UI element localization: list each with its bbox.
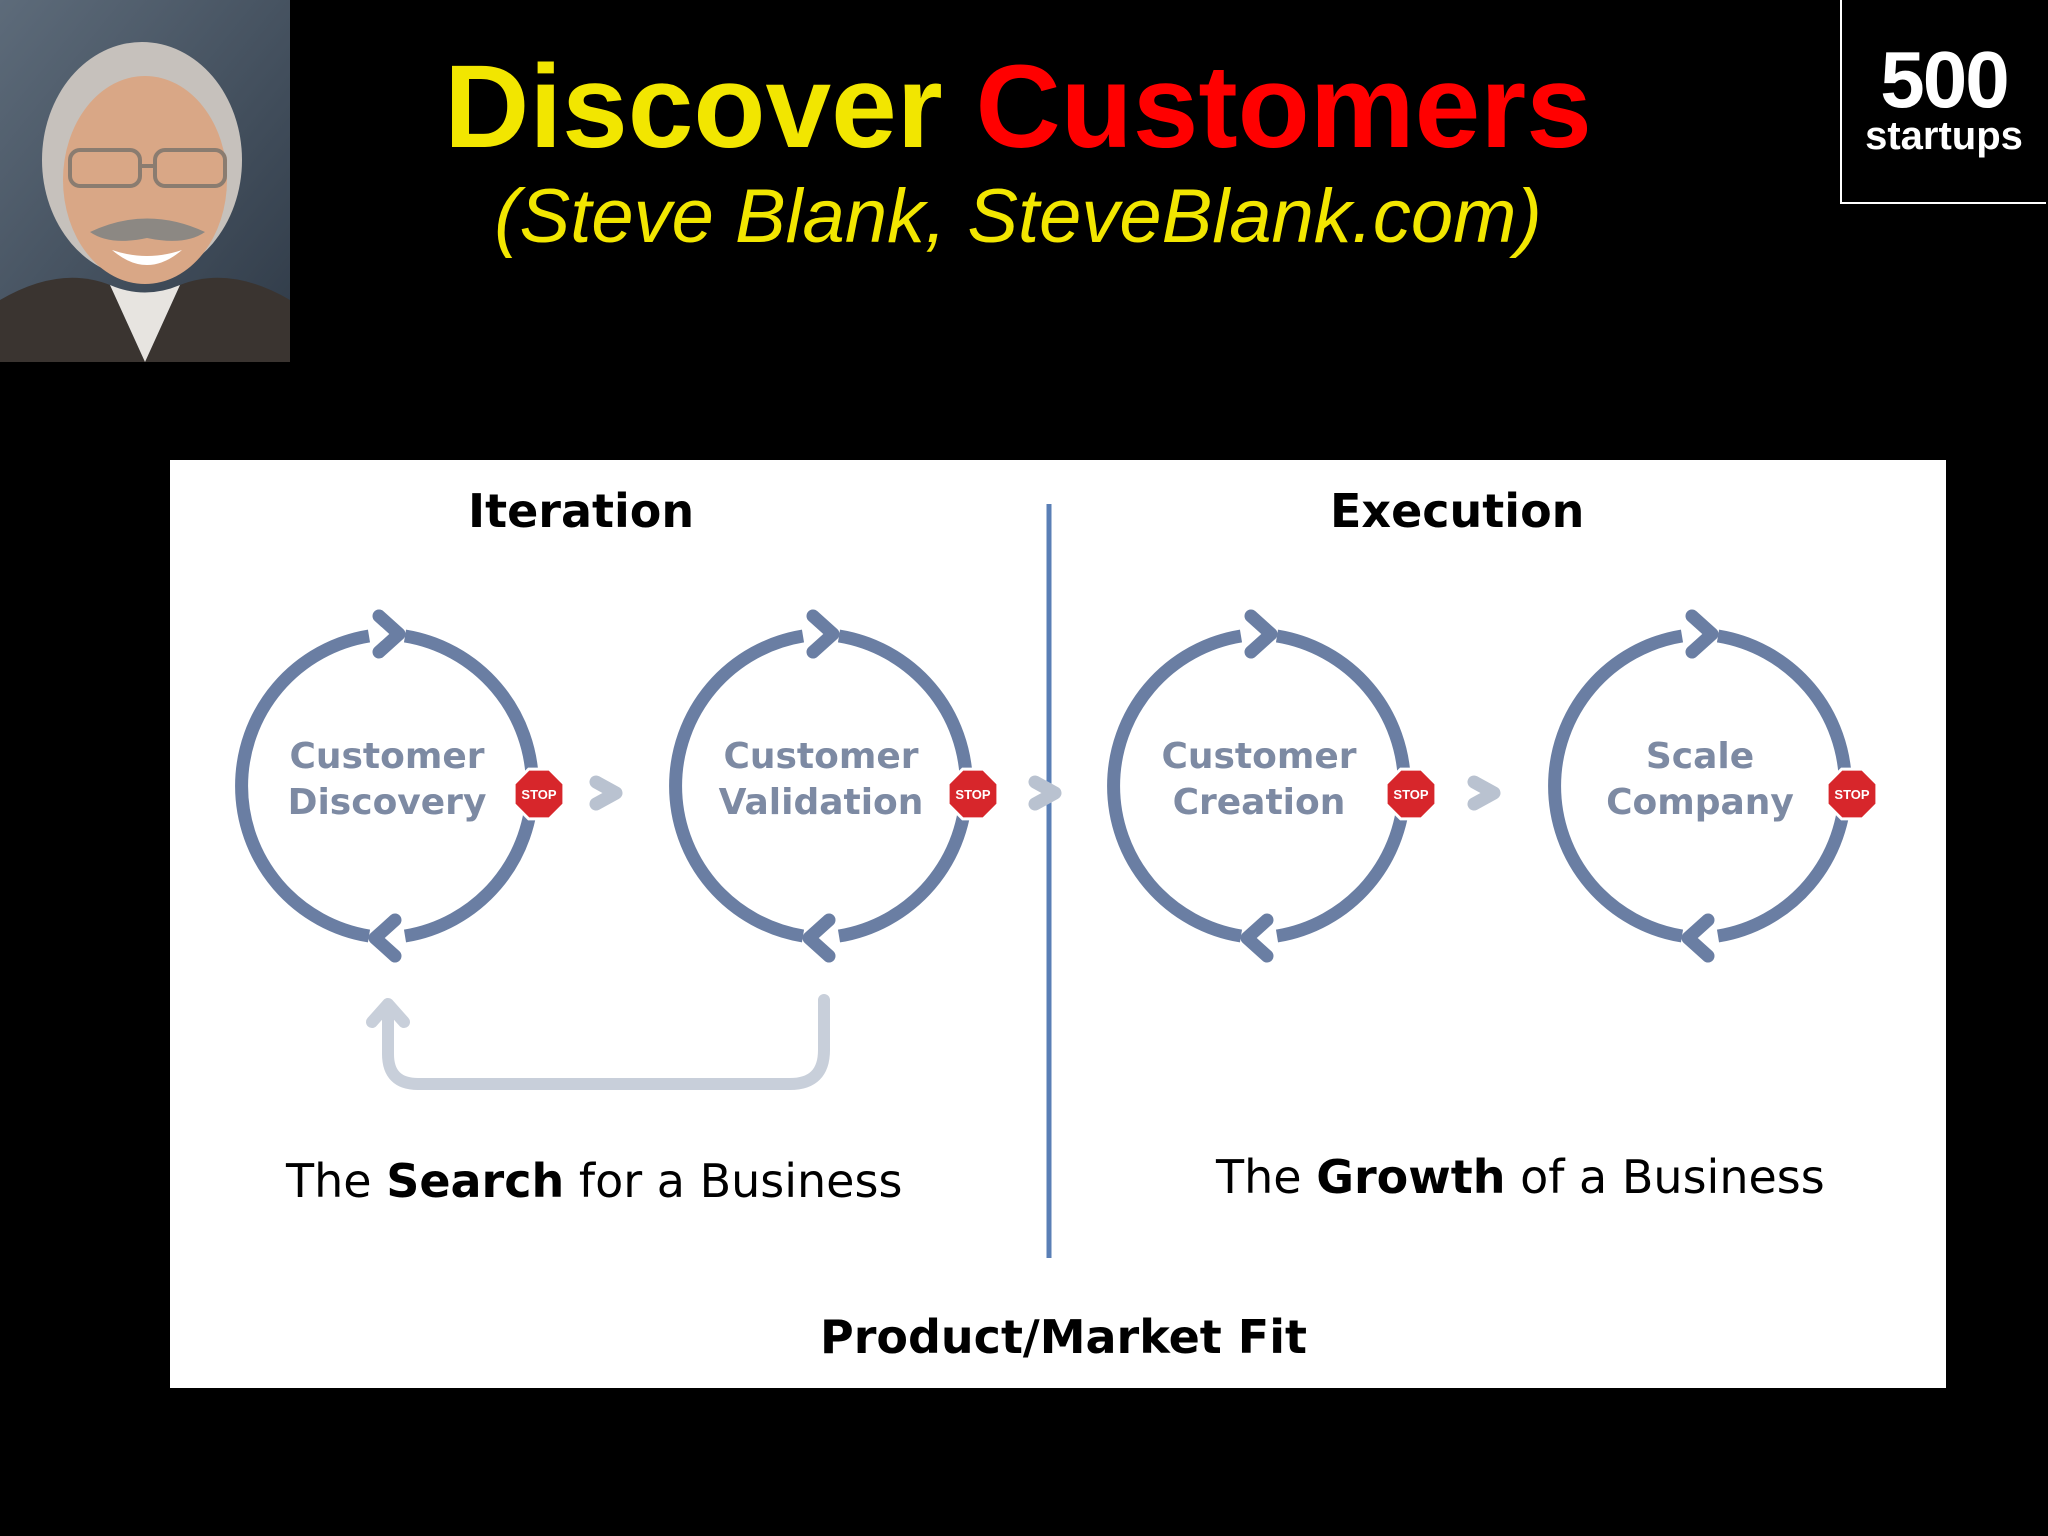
stage-connector-2 — [1028, 775, 1062, 811]
stage-customer-discovery: STOP — [235, 609, 566, 963]
stage-customer-validation: STOP — [669, 609, 1000, 963]
iteration-feedback-loop — [366, 994, 830, 1090]
stage-customer-creation: STOP — [1107, 609, 1438, 963]
stage-label-line2: Company — [1606, 782, 1794, 823]
stop-sign-label: STOP — [521, 787, 556, 802]
stage-label-line1: Scale — [1645, 736, 1755, 777]
search-tagline-after: for a Business — [578, 1154, 903, 1208]
growth-tagline-after: of a Business — [1520, 1150, 1825, 1204]
cycle-arc-left — [1548, 629, 1684, 943]
execution-heading: Execution — [1330, 484, 1585, 538]
growth-tagline: The Growth of a Business — [1216, 1150, 1825, 1204]
stage-connector-1 — [589, 775, 623, 811]
stop-sign-icon — [1825, 767, 1879, 821]
stage-label-line2: Creation — [1172, 782, 1346, 823]
stage-label-line2: Validation — [718, 782, 924, 823]
logo-number: 500 — [1880, 35, 2009, 124]
stop-sign-label: STOP — [1393, 787, 1428, 802]
growth-tagline-bold: Growth — [1316, 1150, 1506, 1204]
stage-label-line1: Customer — [289, 736, 485, 777]
diagram-graphics: STOP STOP STOP STOP — [235, 504, 1879, 1258]
growth-tagline-before: The — [1216, 1150, 1302, 1204]
logo-word: startups — [1865, 114, 2023, 158]
chevron-left-icon — [368, 913, 402, 963]
stop-sign-icon — [1384, 767, 1438, 821]
search-tagline-bold: Search — [386, 1154, 565, 1208]
chevron-left-icon — [1681, 913, 1715, 963]
slide-title: Discover Customers — [290, 42, 1746, 172]
stage-label-line1: Customer — [1161, 736, 1357, 777]
chevron-right-icon — [806, 609, 840, 659]
cycle-arc-left — [1107, 629, 1243, 943]
stop-sign-icon — [946, 767, 1000, 821]
title-discover: Discover — [444, 41, 943, 173]
chevron-left-icon — [802, 913, 836, 963]
stage-connector-3 — [1467, 775, 1501, 811]
stop-sign-label: STOP — [955, 787, 990, 802]
500-startups-logo: 500 startups — [1840, 0, 2046, 204]
cycle-arc-left — [235, 629, 371, 943]
stop-sign-icon — [512, 767, 566, 821]
stop-sign-label: STOP — [1834, 787, 1869, 802]
stage-label-line1: Customer — [723, 736, 919, 777]
stage-label-line2: Discovery — [287, 782, 487, 823]
cycle-arc-left — [669, 629, 805, 943]
search-tagline-before: The — [286, 1154, 372, 1208]
speaker-portrait-image — [0, 0, 290, 362]
chevron-left-icon — [1240, 913, 1274, 963]
title-customers: Customers — [975, 41, 1592, 173]
iteration-heading: Iteration — [468, 484, 695, 538]
chevron-right-icon — [1685, 609, 1719, 659]
product-market-fit-label: Product/Market Fit — [820, 1310, 1307, 1364]
chevron-right-icon — [1244, 609, 1278, 659]
slide-subtitle: (Steve Blank, SteveBlank.com) — [494, 174, 1542, 259]
customer-development-diagram: STOP STOP STOP STOP Iteration Execution Cus… — [170, 460, 1946, 1388]
stage-scale-company: STOP — [1548, 609, 1879, 963]
chevron-right-icon — [372, 609, 406, 659]
search-tagline: The Search for a Business — [286, 1154, 902, 1208]
